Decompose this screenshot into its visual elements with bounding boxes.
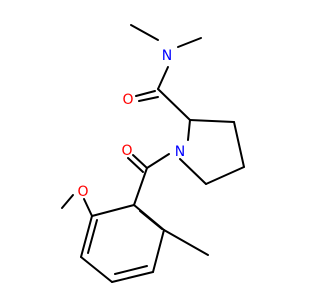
bond-carbonyl-o-2 (138, 96, 159, 102)
atom-labels: N O N O O (77, 48, 185, 200)
bond-ar-4 (80, 256, 113, 283)
bond-acyl-aryl (133, 167, 148, 206)
atom-n-ring: N (175, 144, 185, 160)
bond-ar-3-inner (114, 265, 148, 275)
bond-carbonyl-o-1 (135, 90, 156, 97)
bond-ar-1-inner (139, 210, 163, 230)
molecule-structure: N O N O O (61, 24, 245, 283)
bond-ring-c2-n (187, 119, 191, 141)
bond-ar-methoxy (83, 198, 93, 217)
bond-nmethyl-1 (130, 24, 159, 41)
bond-ar-3 (111, 271, 154, 283)
bond-ring-c4-c5 (205, 166, 245, 185)
bond-n-acyl (146, 153, 170, 169)
bond-n-carbonyl (157, 66, 169, 90)
bond-carbonyl-ring (157, 88, 191, 121)
atom-o-amide: O (122, 92, 133, 108)
bond-ar-methyl (163, 229, 209, 256)
bond-ring-c5-n (179, 158, 207, 185)
bond-ring-c3-c4 (233, 121, 245, 168)
bond-ar-5 (80, 215, 93, 258)
atom-o-methoxy: O (77, 184, 88, 200)
bond-ring-c2-c3 (189, 119, 235, 123)
bond-ar-5-inner (87, 219, 98, 254)
bond-nmethyl-2 (177, 37, 202, 48)
bond-ar-6 (91, 204, 135, 217)
atom-o-acyl: O (121, 143, 132, 159)
bond-acyl-o-1 (132, 154, 148, 169)
atom-n-amide: N (162, 48, 172, 64)
bond-methoxy-methyl (61, 194, 74, 209)
bond-acyl-o-2 (127, 157, 144, 173)
bond-ar-2 (152, 229, 165, 273)
bonds (61, 24, 245, 283)
